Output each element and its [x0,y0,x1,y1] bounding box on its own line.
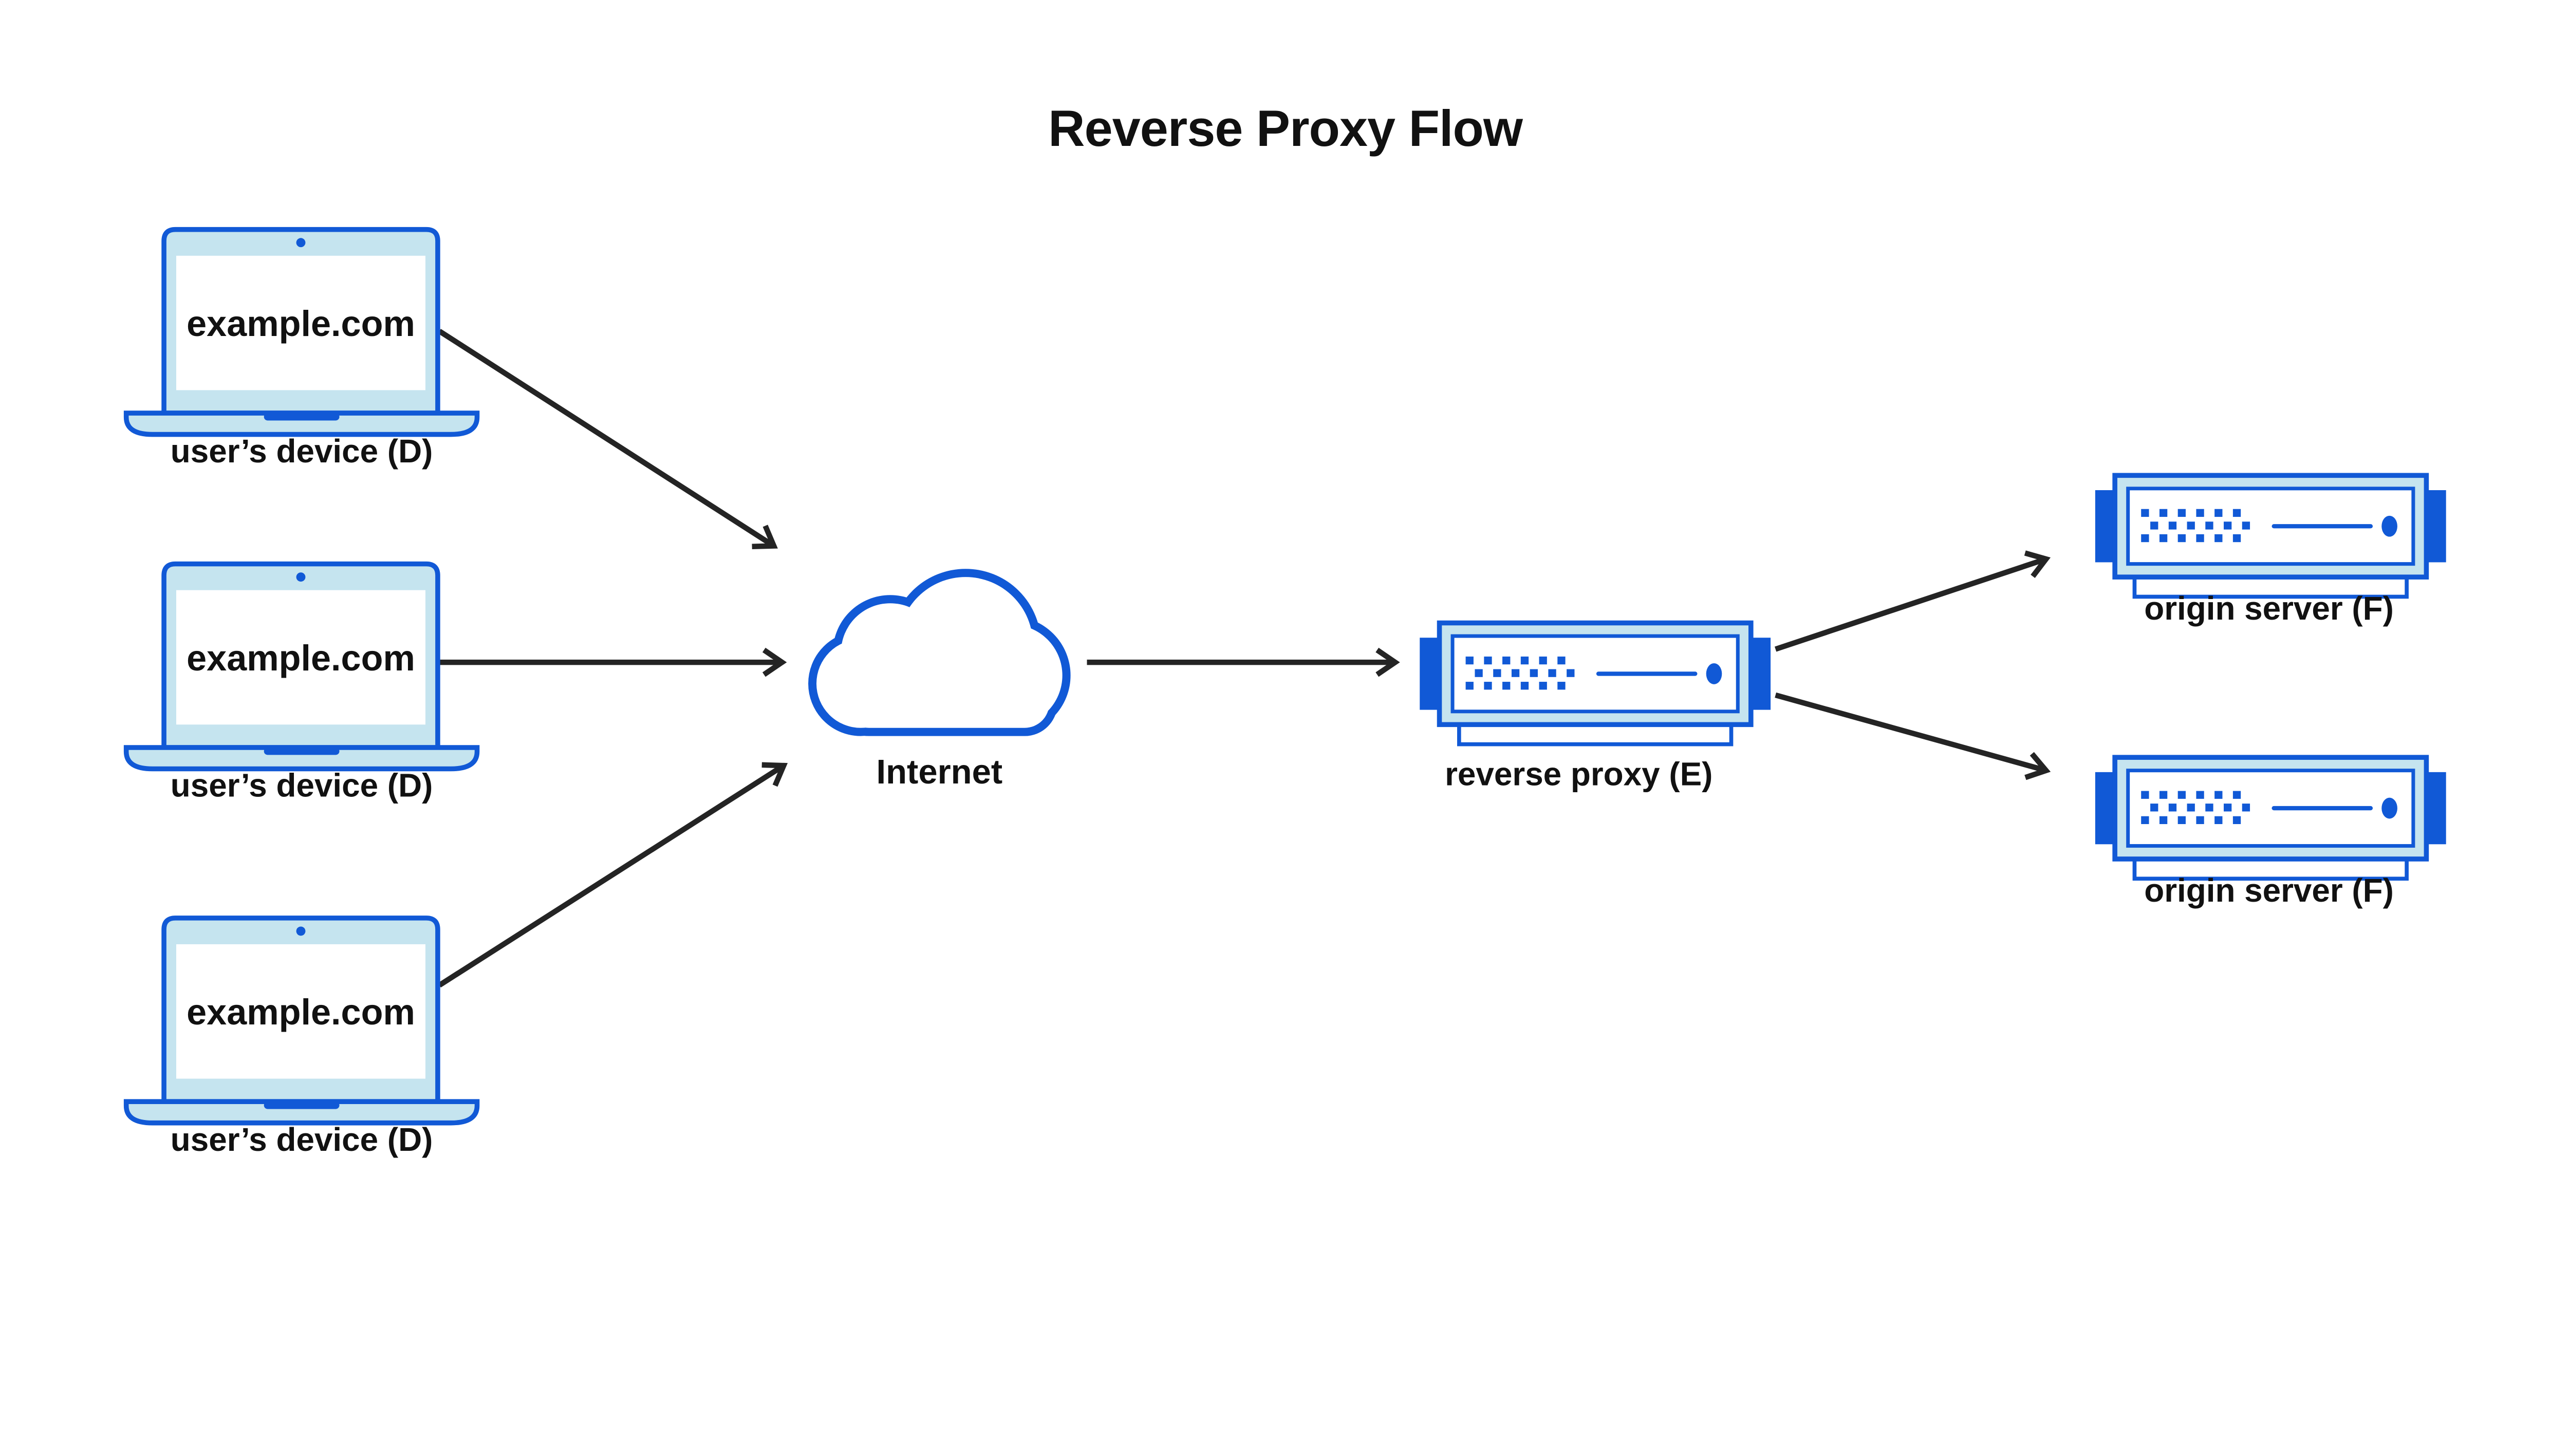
device-label: user’s device (D) [171,433,433,470]
origin-server-node-2: origin server (F) [2095,757,2446,909]
arrow-proxy-to-origin2 [1775,692,2051,780]
device-node-2: example.com user’s device (D) [126,564,477,804]
device-node-3: example.com user’s device (D) [126,918,477,1158]
server-icon [1420,623,1771,744]
diagram-stage: Reverse Proxy Flow example.com user’s de… [123,99,2449,1158]
origin-server-label: origin server (F) [2144,590,2394,627]
origin-server-node-1: origin server (F) [2095,475,2446,627]
internet-label: Internet [876,753,1002,791]
device-screen-text: example.com [187,992,415,1032]
server-icon [2095,757,2446,879]
internet-node: Internet [808,569,1071,791]
device-node-1: example.com user’s device (D) [126,230,477,470]
device-screen-text: example.com [187,638,415,678]
server-icon [2095,475,2446,596]
reverse-proxy-label: reverse proxy (E) [1445,755,1712,792]
reverse-proxy-node: reverse proxy (E) [1420,623,1771,792]
arrow-device1-to-internet [438,329,778,549]
flow-arrows [438,329,2051,988]
origin-server-label: origin server (F) [2144,872,2394,909]
device-screen-text: example.com [187,303,415,344]
reverse-proxy-flow-diagram: Reverse Proxy Flow example.com user’s de… [123,99,2449,1158]
page-title: Reverse Proxy Flow [1048,100,1523,157]
arrow-proxy-to-origin1 [1774,550,2051,652]
arrow-device3-to-internet [438,762,788,988]
device-label: user’s device (D) [171,1121,433,1158]
device-label: user’s device (D) [171,767,433,804]
cloud-icon [808,569,1071,736]
